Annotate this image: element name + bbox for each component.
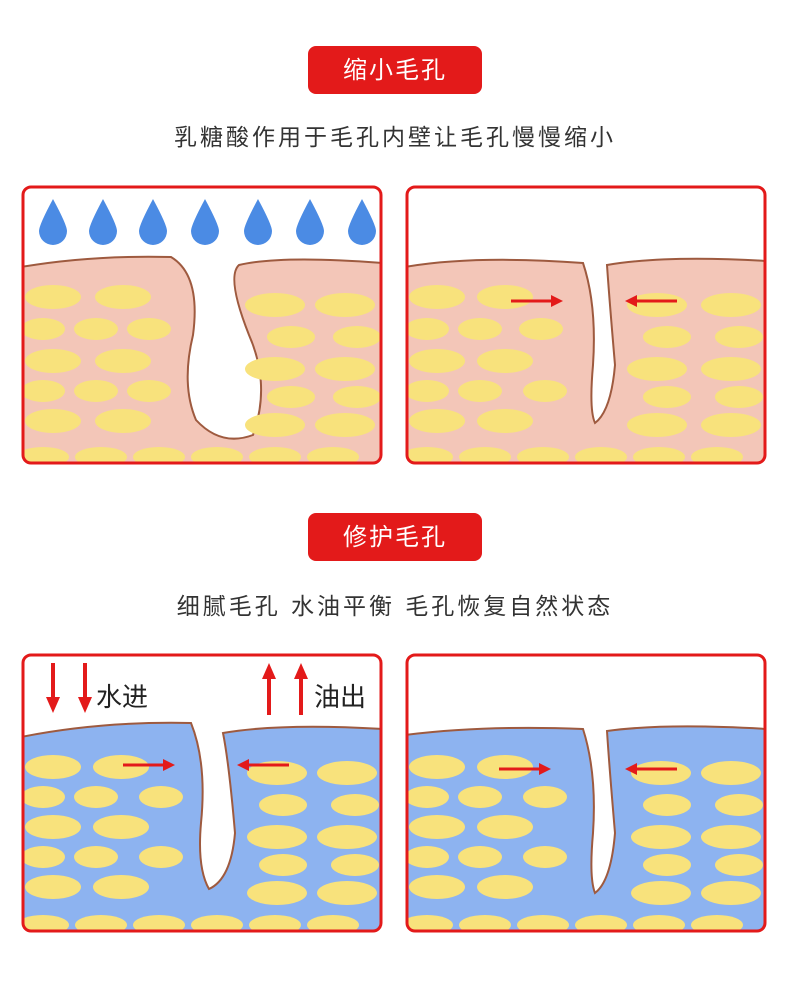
section2-title: 修护毛孔 xyxy=(343,523,447,551)
inward-arrows-icon xyxy=(499,763,677,775)
panel-enlarged-pore xyxy=(21,185,383,465)
water-in-arrows-icon xyxy=(46,663,92,713)
skin-cells xyxy=(407,755,763,931)
inward-arrows-icon xyxy=(511,295,677,307)
section2-subtitle: 细腻毛孔 水油平衡 毛孔恢复自然状态 xyxy=(176,594,614,620)
oil-out-arrows-icon xyxy=(262,663,308,715)
skin-cells xyxy=(407,285,763,463)
section1-subtitle: 乳糖酸作用于毛孔内壁让毛孔慢慢缩小 xyxy=(174,125,616,151)
inward-arrows-icon xyxy=(123,759,289,771)
section1-title-badge: 缩小毛孔 xyxy=(308,46,482,94)
skin-cells xyxy=(23,285,381,463)
water-in-label: 水进 xyxy=(96,683,149,713)
panel-refined-pore xyxy=(405,653,767,933)
oil-out-label: 油出 xyxy=(314,683,367,713)
water-drops-icon xyxy=(39,199,376,245)
section2-title-badge: 修护毛孔 xyxy=(308,513,482,561)
panel-water-oil-balance: 水进 油出 xyxy=(21,653,383,933)
panel-pore-shrinking xyxy=(405,185,767,465)
section1-title: 缩小毛孔 xyxy=(343,56,447,84)
